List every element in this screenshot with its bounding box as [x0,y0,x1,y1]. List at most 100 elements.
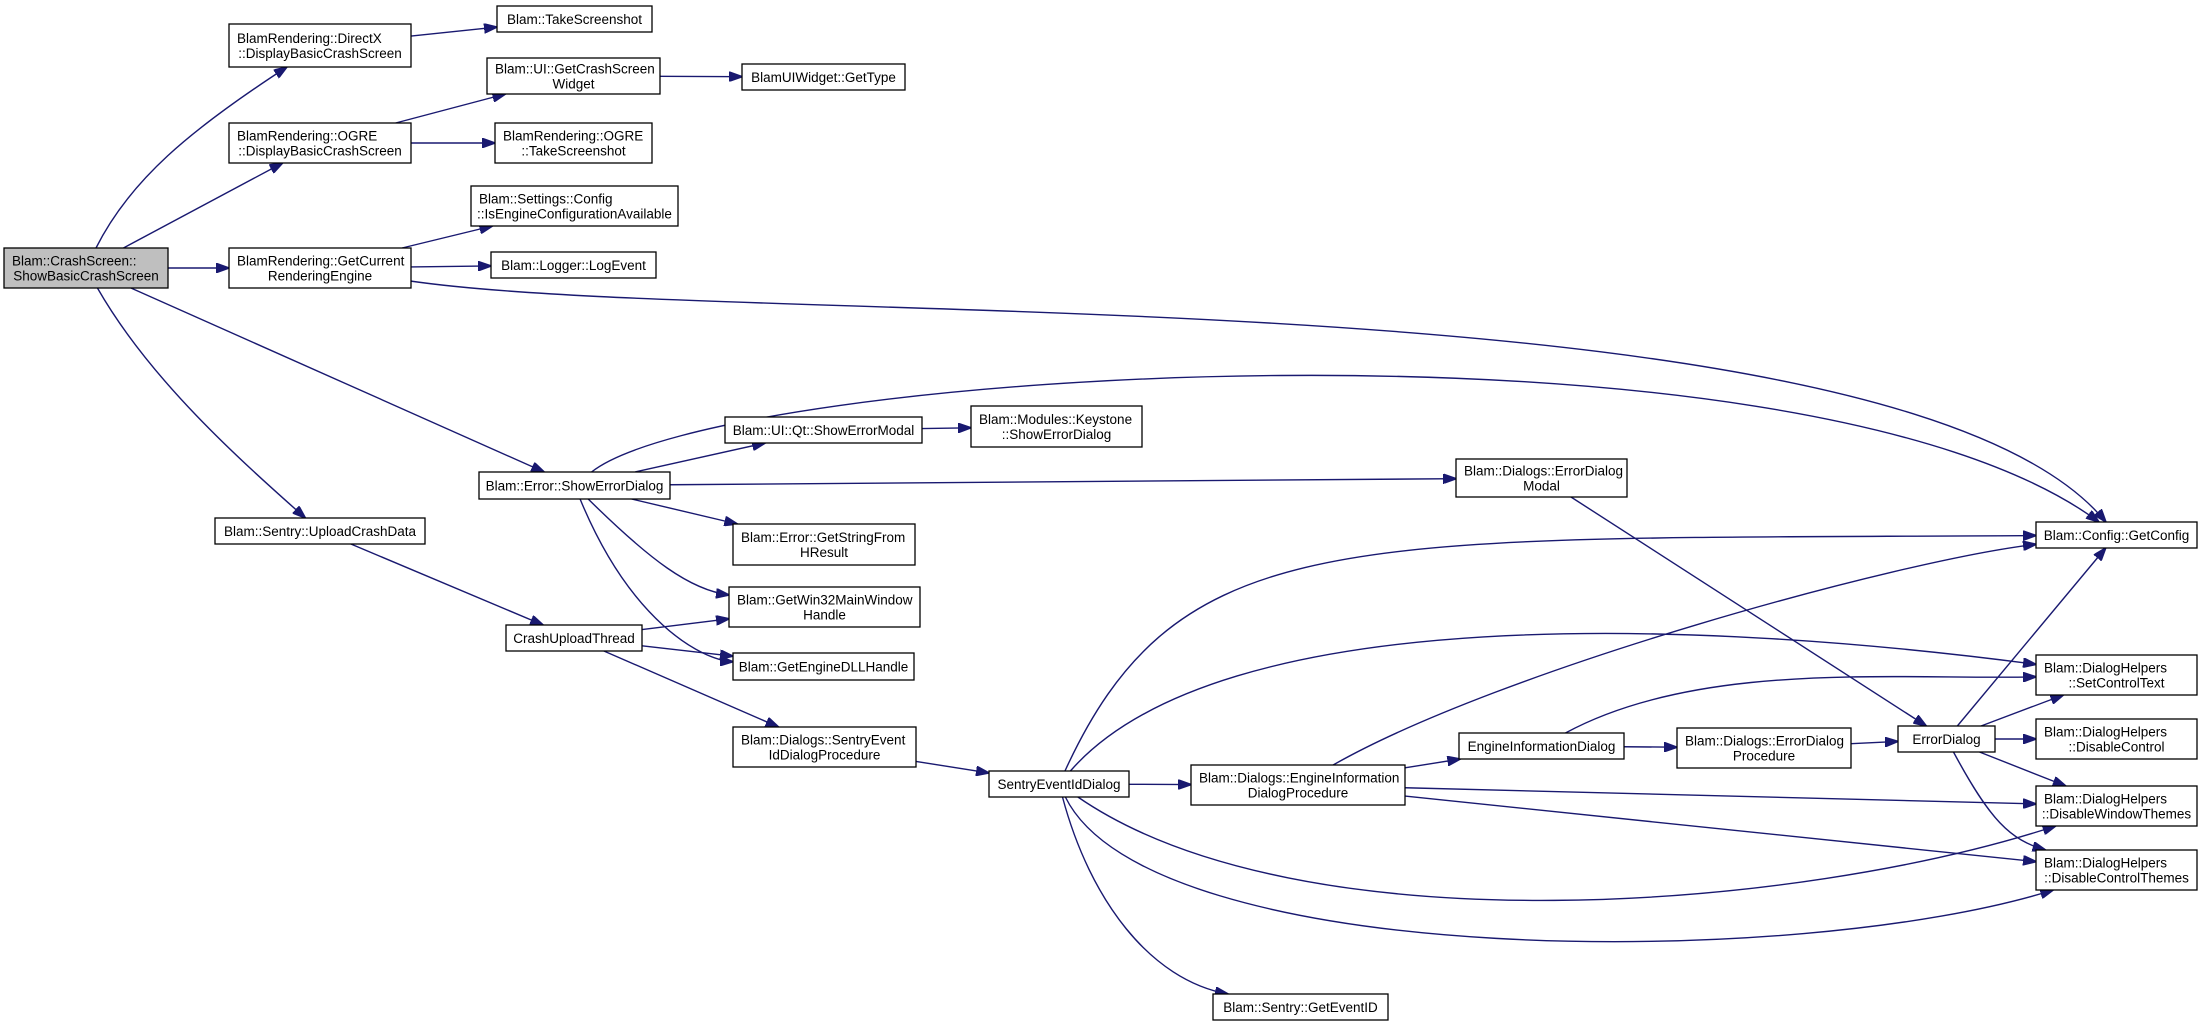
node-ogretake[interactable]: BlamRendering::OGRE::TakeScreenshot [494,122,653,164]
node-box[interactable] [728,586,921,628]
node-getconfig[interactable]: Blam::Config::GetConfig [2035,521,2198,549]
node-enginfoproc[interactable]: Blam::Dialogs::EngineInformationDialogPr… [1190,764,1406,806]
edge-getcur-to-logevent [410,266,491,267]
node-box[interactable] [1676,727,1852,769]
node-box[interactable] [228,247,412,289]
node-label: EngineInformationDialog [1468,739,1616,754]
node-box[interactable] [2035,849,2198,891]
node-sentrydlg[interactable]: SentryEventIdDialog [988,770,1130,798]
edge-ogre-to-uicrash [395,94,506,124]
node-label: BlamRendering::OGRE [503,129,643,144]
edge-upload-to-thread [350,543,543,625]
edge-root-to-ogre [123,163,282,249]
node-label: CrashUploadThread [513,631,635,646]
node-label: Blam::DialogHelpers [2044,725,2167,740]
node-box[interactable] [732,523,916,566]
node-ogre[interactable]: BlamRendering::OGRE::DisplayBasicCrashSc… [228,122,412,164]
node-showerr[interactable]: Blam::Error::ShowErrorDialog [478,471,671,500]
node-diswin[interactable]: Blam::DialogHelpers::DisableWindowThemes [2035,785,2198,827]
node-box[interactable] [490,251,657,279]
node-label: Blam::Logger::LogEvent [501,258,646,273]
node-gettype[interactable]: BlamUIWidget::GetType [741,63,906,91]
node-isengine[interactable]: Blam::Settings::Config::IsEngineConfigur… [470,185,679,227]
node-box[interactable] [1190,764,1406,806]
node-box[interactable] [2035,718,2198,760]
node-upload[interactable]: Blam::Sentry::UploadCrashData [214,517,426,545]
node-box[interactable] [1455,458,1628,498]
node-label: Blam::Modules::Keystone [979,412,1132,427]
node-label: Blam::DialogHelpers [2044,792,2167,807]
edge-enginfoproc-to-disctrlth [1404,795,2036,862]
node-box[interactable] [494,122,653,164]
edge-errproc-to-errdlg [1850,741,1898,743]
node-box[interactable] [478,471,671,500]
edge-getcur-to-isengine [401,226,492,249]
edge-sentryproc-to-sentrydlg [915,760,989,773]
node-root[interactable]: Blam::CrashScreen::ShowBasicCrashScreen [3,247,169,289]
node-label: BlamRendering::GetCurrent [237,254,405,269]
node-box[interactable] [228,23,412,68]
node-box[interactable] [486,57,661,95]
edge-dx-to-take [410,27,497,37]
node-qtmodal[interactable]: Blam::UI::Qt::ShowErrorModal [724,416,923,444]
edge-sentrydlg-to-diswin [1077,796,2056,902]
node-take[interactable]: Blam::TakeScreenshot [496,5,653,33]
node-disctrlth[interactable]: Blam::DialogHelpers::DisableControlTheme… [2035,849,2198,891]
edge-enginfodlg-to-setctrl [1565,677,2036,734]
node-label: Blam::DialogHelpers [2044,661,2167,676]
node-dll[interactable]: Blam::GetEngineDLLHandle [732,652,915,681]
node-box[interactable] [470,185,679,227]
node-box[interactable] [228,122,412,164]
node-box[interactable] [970,405,1143,448]
node-label: Blam::UI::Qt::ShowErrorModal [733,423,915,438]
node-box[interactable] [988,770,1130,798]
edge-sentrydlg-to-disctrlth [1064,796,2053,943]
edge-enginfoproc-to-getconfig [1332,544,2036,766]
node-label: Blam::Sentry::UploadCrashData [224,524,417,539]
node-box[interactable] [1212,993,1389,1021]
node-box[interactable] [3,247,169,289]
edge-enginfoproc-to-enginfodlg [1404,759,1460,769]
node-geteventid[interactable]: Blam::Sentry::GetEventID [1212,993,1389,1021]
node-label: ShowBasicCrashScreen [13,269,159,284]
node-box[interactable] [732,726,917,768]
edge-thread-to-dll [641,645,733,656]
node-box[interactable] [2035,521,2198,549]
node-dx[interactable]: BlamRendering::DirectX::DisplayBasicCras… [228,23,412,68]
node-errdlg[interactable]: ErrorDialog [1897,725,1996,753]
node-label: ::IsEngineConfigurationAvailable [477,207,672,222]
edge-showerr-to-getconfig [591,374,2099,522]
node-sentryproc[interactable]: Blam::Dialogs::SentryEventIdDialogProced… [732,726,917,768]
node-disctrl[interactable]: Blam::DialogHelpers::DisableControl [2035,718,2198,760]
node-label: Procedure [1733,749,1795,764]
node-box[interactable] [732,652,915,681]
node-box[interactable] [214,517,426,545]
node-box[interactable] [724,416,923,444]
node-box[interactable] [1458,732,1625,760]
node-keystone[interactable]: Blam::Modules::Keystone::ShowErrorDialog [970,405,1143,448]
node-setctrl[interactable]: Blam::DialogHelpers::SetControlText [2035,654,2198,696]
edge-showerr-to-errmodal [669,479,1456,486]
edge-root-to-dx [95,67,287,249]
node-label: Blam::Dialogs::SentryEvent [741,733,906,748]
node-thread[interactable]: CrashUploadThread [505,624,643,652]
node-box[interactable] [496,5,653,33]
node-box[interactable] [2035,654,2198,696]
node-box[interactable] [2035,785,2198,827]
edge-sentrydlg-to-setctrl [1069,632,2036,772]
node-box[interactable] [505,624,643,652]
node-box[interactable] [741,63,906,91]
node-logevent[interactable]: Blam::Logger::LogEvent [490,251,657,279]
node-enginfodlg[interactable]: EngineInformationDialog [1458,732,1625,760]
node-label: Blam::DialogHelpers [2044,856,2167,871]
node-label: DialogProcedure [1248,786,1349,801]
node-label: SentryEventIdDialog [997,777,1120,792]
node-label: Blam::GetEngineDLLHandle [739,660,909,675]
node-box[interactable] [1897,725,1996,753]
